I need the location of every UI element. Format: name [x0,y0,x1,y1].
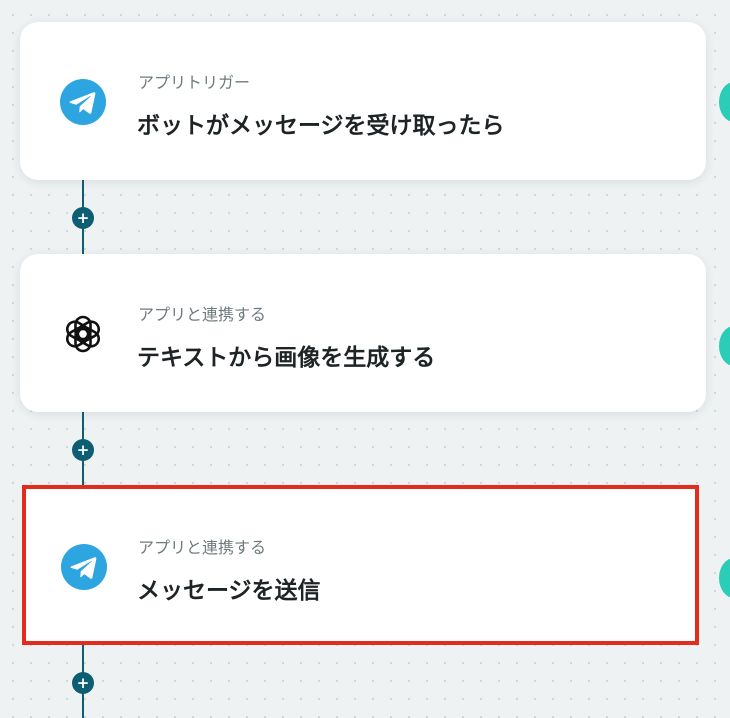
add-step-button[interactable]: + [72,672,94,694]
step-type-label: アプリトリガー [138,73,251,92]
flow-step-card[interactable]: アプリトリガー ボットがメッセージを受け取ったら [20,22,706,180]
plus-icon: + [76,440,90,459]
telegram-icon [61,544,107,590]
flow-step-card[interactable]: アプリと連携する メッセージを送信 [22,485,699,645]
flow-step-card[interactable]: アプリと連携する テキストから画像を生成する [20,254,706,412]
status-indicator [719,326,730,366]
step-title: ボットがメッセージを受け取ったら [137,113,505,139]
add-step-button[interactable]: + [72,207,94,229]
openai-icon [60,311,106,357]
telegram-icon [60,79,106,125]
step-title: メッセージを送信 [137,578,321,604]
step-type-label: アプリと連携する [138,538,267,557]
plus-icon: + [76,673,90,692]
step-type-label: アプリと連携する [138,305,267,324]
status-indicator [719,82,730,122]
step-title: テキストから画像を生成する [137,345,436,371]
add-step-button[interactable]: + [72,439,94,461]
plus-icon: + [76,208,90,227]
status-indicator [719,558,730,598]
